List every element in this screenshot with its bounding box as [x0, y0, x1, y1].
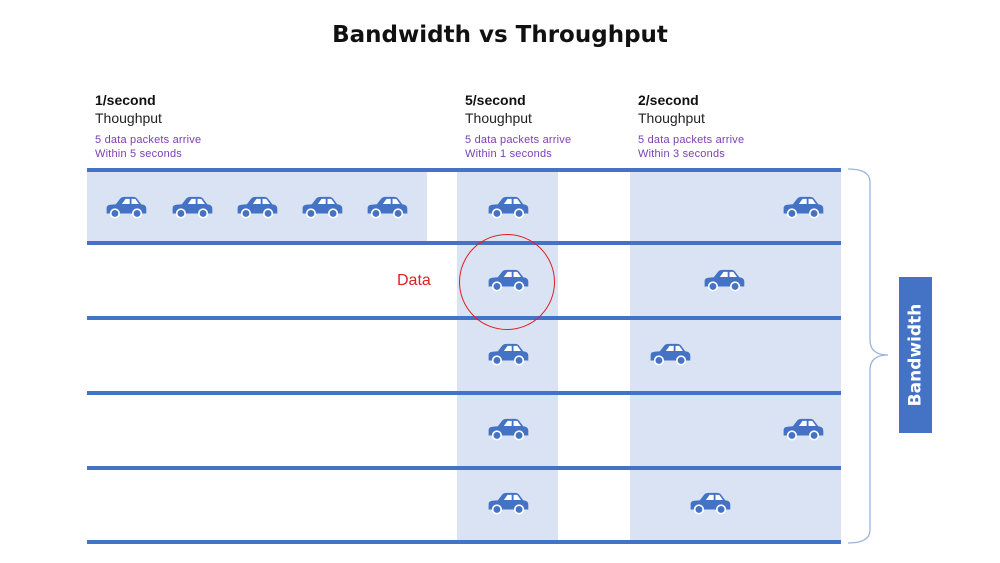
car-icon	[105, 196, 148, 219]
bandwidth-label-box: Bandwidth	[899, 277, 932, 433]
group-rate: 5/second	[465, 92, 526, 108]
group-label-3: 2/second Thoughput 5 data packets arrive…	[638, 92, 744, 161]
car-icon	[487, 492, 530, 515]
car-icon	[487, 343, 530, 366]
car-icon	[171, 196, 214, 219]
lane-line	[87, 391, 841, 395]
group-label-2: 5/second Thoughput 5 data packets arrive…	[465, 92, 571, 161]
car-icon	[366, 196, 409, 219]
data-highlight-circle	[459, 234, 555, 330]
lane-line	[87, 540, 841, 544]
group-label-1: 1/second Thoughput 5 data packets arrive…	[95, 92, 201, 161]
car-icon	[782, 196, 825, 219]
group-rate: 2/second	[638, 92, 699, 108]
car-icon	[301, 196, 344, 219]
data-label: Data	[397, 272, 431, 289]
bandwidth-brace	[847, 168, 889, 544]
group-kind: Thoughput	[465, 110, 532, 126]
lane-line	[87, 466, 841, 470]
car-icon	[703, 269, 746, 292]
group-kind: Thoughput	[638, 110, 705, 126]
car-icon	[689, 492, 732, 515]
diagram-title: Bandwidth vs Throughput	[332, 22, 668, 48]
group-rate: 1/second	[95, 92, 156, 108]
car-icon	[649, 343, 692, 366]
car-icon	[236, 196, 279, 219]
car-icon	[487, 418, 530, 441]
group-kind: Thoughput	[95, 110, 162, 126]
car-icon	[782, 418, 825, 441]
bandwidth-label: Bandwidth	[905, 303, 926, 407]
lane-line	[87, 316, 841, 320]
lane-line	[87, 168, 841, 172]
car-icon	[487, 196, 530, 219]
lane-line	[87, 241, 841, 245]
